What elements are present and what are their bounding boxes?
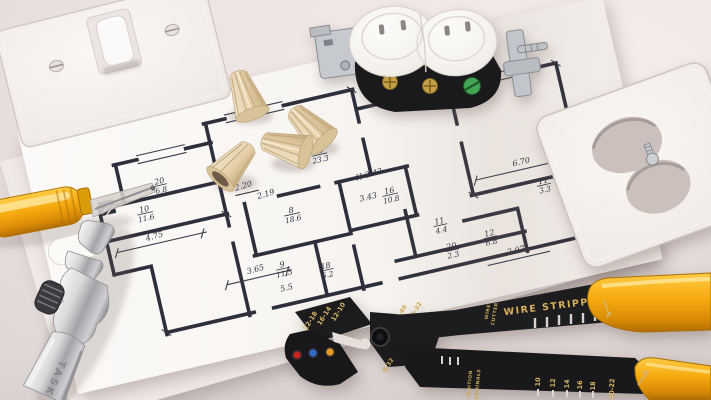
wrench-movable-jaw — [64, 250, 104, 284]
cover-plate-screw — [643, 142, 659, 166]
dim-label: 202.3 — [444, 241, 461, 261]
cover-plate-opening — [591, 116, 663, 174]
wrench-handle[interactable]: TASK — [22, 326, 90, 400]
strip-notches — [533, 311, 597, 328]
stripper-handle-lower[interactable] — [634, 357, 711, 400]
mounting-screw — [516, 41, 548, 54]
wire-nut — [260, 132, 314, 170]
plate-screw — [48, 59, 64, 73]
wrench-fixed-jaw — [77, 220, 115, 255]
wire-nut-hole — [212, 171, 229, 187]
crimp-dot-red — [291, 349, 303, 361]
receptacle-faces — [349, 5, 498, 77]
gauge-label: 14 — [563, 379, 571, 389]
wire-stripper: 22-18 16-14 12-10 4-40 6-32 10-32 10-24 … — [284, 272, 711, 400]
stripper-handle-upper[interactable] — [587, 272, 711, 333]
svg-text:18.6: 18.6 — [284, 213, 303, 226]
wire-cutter-label: CUTTER — [490, 302, 500, 326]
svg-text:20: 20 — [444, 241, 457, 252]
adjustable-wrench: TASK — [22, 220, 135, 400]
ignition-terminals-label: IGNITION — [466, 370, 474, 398]
dim-label: 3.43 — [359, 191, 378, 204]
wire-cutter-label: WIRE — [484, 304, 493, 320]
wire-nut — [229, 69, 270, 123]
tester-tip — [150, 185, 156, 191]
svg-text:6.8: 6.8 — [485, 236, 499, 248]
svg-text:18: 18 — [320, 261, 332, 272]
outlet-slot — [378, 24, 385, 35]
stripper-arrows — [603, 299, 650, 386]
wire-nut-open-end — [206, 141, 256, 192]
stripper-lower-arm: IGNITION TERMINALS 10 12 14 16 18 20-22 — [405, 347, 650, 400]
svg-text:4.4: 4.4 — [434, 224, 449, 236]
light-switch — [0, 0, 231, 148]
gauge-label: 16 — [576, 380, 584, 390]
svg-text:12: 12 — [483, 228, 495, 239]
wrench-worm-screw[interactable] — [32, 278, 67, 317]
outlet-cover-plate — [536, 62, 711, 268]
svg-text:16: 16 — [383, 185, 395, 196]
crimp-dot-orange — [324, 346, 336, 358]
svg-text:8: 8 — [288, 205, 295, 215]
svg-text:10.8: 10.8 — [382, 193, 401, 206]
dim-label: 126.8 — [483, 228, 499, 248]
height-note: H-2.42 — [354, 166, 384, 183]
outlet-slot — [400, 20, 407, 31]
brass-screw — [382, 74, 398, 90]
tester-clear-shaft — [89, 182, 156, 218]
crimper-nose — [284, 330, 358, 386]
stripper-upper-arm: WIRE CUTTER WIRE STRIPPER — [370, 283, 615, 344]
dim-label: 818.6 — [284, 205, 303, 226]
crimper-upper-jaw — [295, 297, 372, 342]
gauge-label: 12 — [549, 378, 557, 387]
gauge-label: 20-22 — [608, 378, 617, 399]
svg-text:11: 11 — [433, 216, 445, 227]
gauge-label: 10 — [534, 377, 542, 387]
duplex-receptacle — [309, 5, 548, 112]
strip-notches — [441, 356, 459, 365]
svg-text:9: 9 — [279, 260, 286, 270]
plate-screw — [164, 23, 180, 37]
ignition-terminals-label: TERMINALS — [474, 369, 483, 400]
dim-label: 114.4 — [433, 216, 449, 236]
outlet-slot — [444, 25, 450, 36]
crimp-dot-blue — [307, 347, 319, 359]
svg-text:2.3: 2.3 — [446, 249, 461, 261]
strip-notches — [537, 389, 594, 398]
ground-screw — [463, 77, 481, 95]
wire-nut — [287, 104, 338, 155]
mounting-strap-right — [503, 29, 548, 98]
brass-screw — [422, 78, 438, 94]
switch-toggle[interactable] — [95, 14, 135, 67]
gauge-label: 18 — [589, 381, 597, 391]
wrench-head — [32, 220, 115, 344]
cover-plate-opening — [625, 159, 691, 214]
outlet-slot — [464, 21, 471, 32]
wire-nuts — [206, 69, 339, 192]
dim-label: 3.65 — [246, 263, 266, 277]
